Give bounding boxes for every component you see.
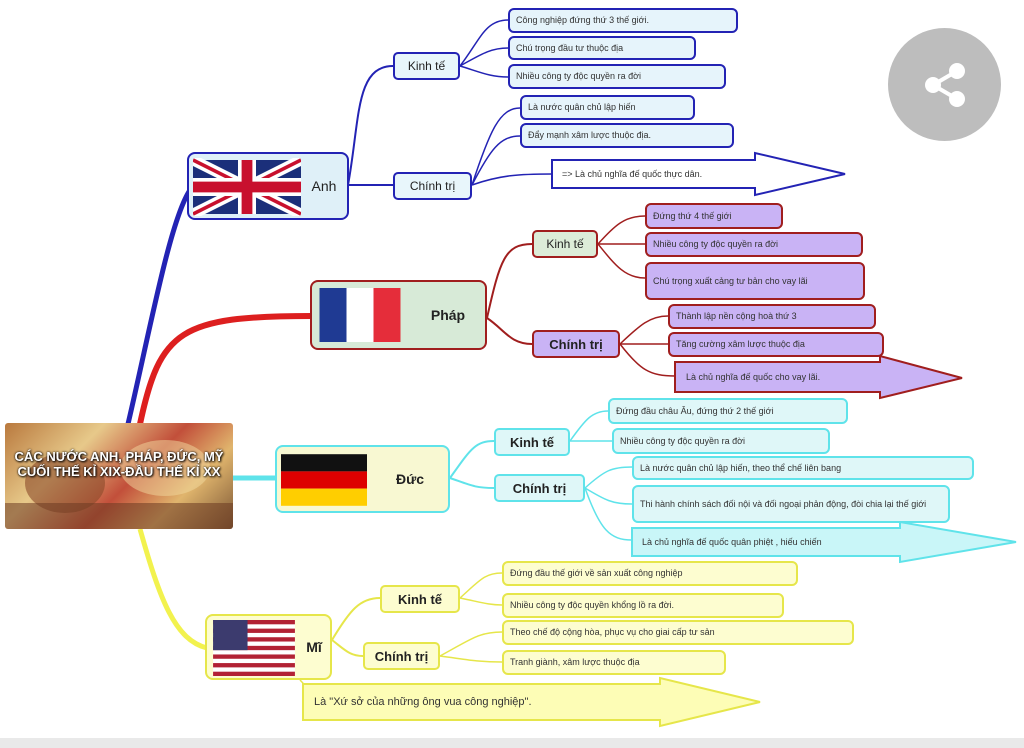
duc-kinh-te-item-1[interactable]: Đứng đầu châu Âu, đứng thứ 2 thế giới <box>608 398 848 424</box>
root-title: CÁC NƯỚC ANH, PHÁP, ĐỨC, MỸ CUỐI THẾ KỈ … <box>14 449 224 479</box>
country-name-phap: Pháp <box>430 307 466 323</box>
country-name-mi: Mĩ <box>306 639 322 655</box>
country-node-anh[interactable]: Anh <box>187 152 349 220</box>
phap-kinh-te-item-2[interactable]: Nhiều công ty độc quyền ra đời <box>645 232 863 257</box>
root-node: CÁC NƯỚC ANH, PHÁP, ĐỨC, MỸ CUỐI THẾ KỈ … <box>5 423 233 529</box>
bottom-edge <box>0 738 1024 748</box>
phap-kinh-te-item-3[interactable]: Chú trọng xuất cảng tư bản cho vay lãi <box>645 262 865 300</box>
duc-chinh-tri-item-1[interactable]: Là nước quân chủ lập hiến, theo thể chế … <box>632 456 974 480</box>
anh-kinh-te-item-3[interactable]: Nhiều công ty độc quyền ra đời <box>508 64 726 89</box>
anh-kinh-te-item-1[interactable]: Công nghiệp đứng thứ 3 thế giới. <box>508 8 738 33</box>
uk-flag-icon <box>193 158 301 216</box>
phap-conclusion[interactable]: Là chủ nghĩa đế quốc cho vay lãi. <box>686 371 821 382</box>
country-name-anh: Anh <box>311 178 337 194</box>
anh-chinh-tri-label[interactable]: Chính trị <box>393 172 472 200</box>
mi-chinh-tri-item-1[interactable]: Theo chế độ cộng hòa, phục vụ cho giai c… <box>502 620 854 645</box>
country-name-duc: Đức <box>395 471 425 487</box>
germany-flag-icon <box>281 454 367 506</box>
mi-chinh-tri-item-2[interactable]: Tranh giành, xâm lược thuộc địa <box>502 650 726 675</box>
duc-kinh-te-label[interactable]: Kinh tế <box>494 428 570 456</box>
branch-mi-connector <box>137 528 208 651</box>
anh-chinh-tri-item-1[interactable]: Là nước quân chủ lập hiến <box>520 95 695 120</box>
mi-chinh-tri-label[interactable]: Chính trị <box>363 642 440 670</box>
mi-kinh-te-item-2[interactable]: Nhiều công ty độc quyền khổng lồ ra đời. <box>502 593 784 618</box>
france-flag-icon <box>319 288 401 342</box>
mi-kinh-te-item-1[interactable]: Đứng đầu thế giới về sản xuất công nghiệ… <box>502 561 798 586</box>
phap-chinh-tri-item-2[interactable]: Tăng cường xâm lược thuộc địa <box>668 332 884 357</box>
phap-chinh-tri-item-1[interactable]: Thành lập nền cộng hoà thứ 3 <box>668 304 876 329</box>
duc-chinh-tri-label[interactable]: Chính trị <box>494 474 585 502</box>
anh-kinh-te-label[interactable]: Kinh tế <box>393 52 460 80</box>
anh-conclusion-arrow <box>551 151 846 197</box>
mi-conclusion-arrow <box>302 676 761 728</box>
root-background-painting <box>5 440 233 529</box>
phap-kinh-te-item-1[interactable]: Đứng thứ 4 thế giới <box>645 203 783 229</box>
anh-chinh-tri-item-2[interactable]: Đẩy mạnh xâm lược thuộc địa. <box>520 123 734 148</box>
branch-phap-connector <box>137 313 313 425</box>
phap-conclusion-arrow <box>674 354 963 400</box>
duc-chinh-tri-item-2[interactable]: Thi hành chính sách đối nội và đối ngoại… <box>632 485 950 523</box>
duc-conclusion[interactable]: Là chủ nghĩa đế quốc quân phiệt , hiếu c… <box>642 536 822 547</box>
duc-conclusion-arrow <box>631 520 1017 564</box>
duc-kinh-te-item-2[interactable]: Nhiều công ty độc quyền ra đời <box>612 428 830 454</box>
mi-conclusion[interactable]: Là "Xứ sở của những ông vua công nghiệp"… <box>314 695 532 708</box>
anh-conclusion[interactable]: => Là chủ nghĩa đế quốc thực dân. <box>562 168 703 179</box>
phap-chinh-tri-label[interactable]: Chính trị <box>532 330 620 358</box>
country-node-phap[interactable]: Pháp <box>310 280 487 350</box>
country-node-duc[interactable]: Đức <box>275 445 450 513</box>
branch-anh-connector <box>125 188 193 425</box>
country-node-mi[interactable]: Mĩ <box>205 614 332 680</box>
usa-flag-icon <box>213 620 295 676</box>
share-icon <box>924 62 965 107</box>
phap-kinh-te-label[interactable]: Kinh tế <box>532 230 598 258</box>
share-button[interactable] <box>888 28 1001 141</box>
anh-kinh-te-item-2[interactable]: Chú trọng đầu tư thuộc địa <box>508 36 696 60</box>
mi-kinh-te-label[interactable]: Kinh tế <box>380 585 460 613</box>
